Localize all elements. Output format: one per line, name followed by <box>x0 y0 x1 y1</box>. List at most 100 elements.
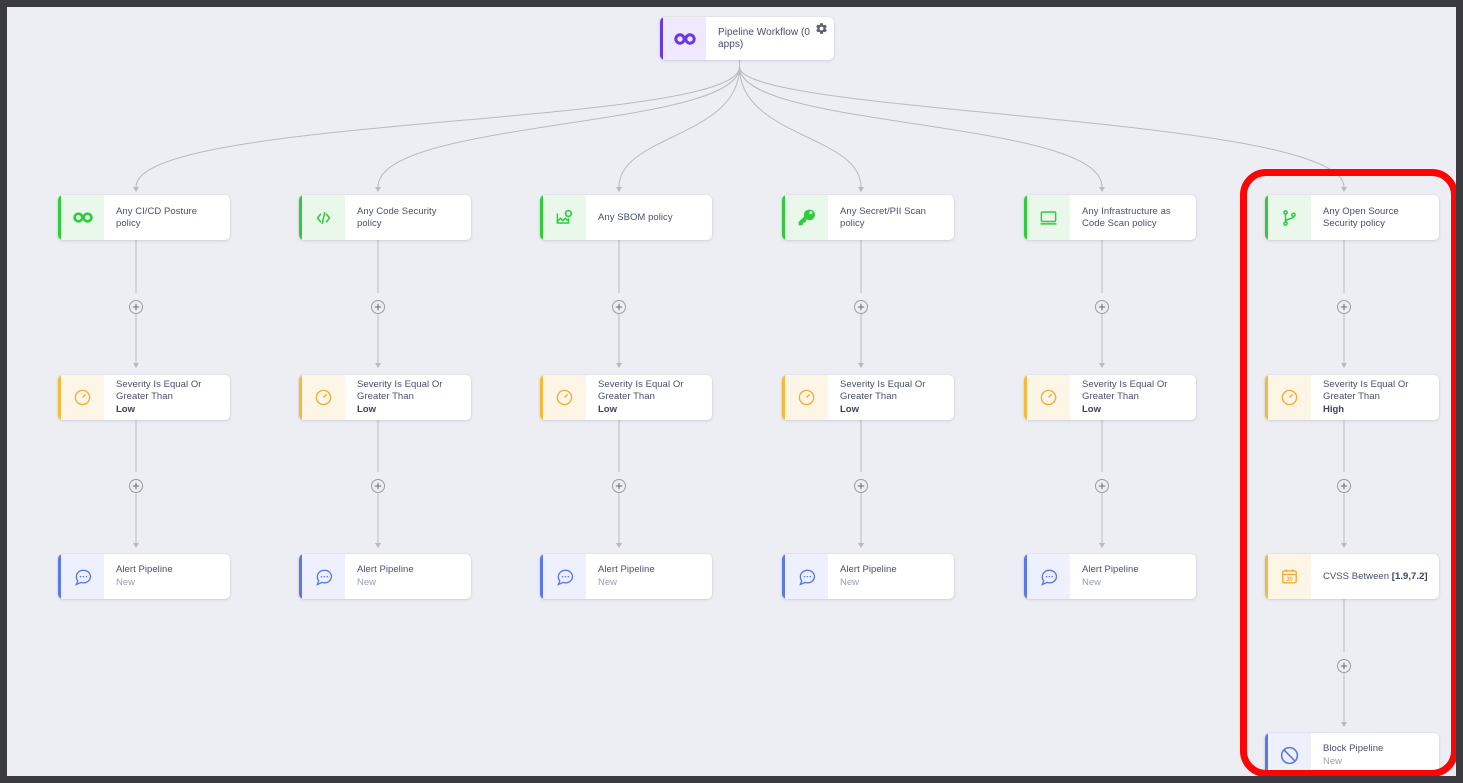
git-branch-icon <box>1268 195 1311 240</box>
policy-accent-bar <box>540 195 543 240</box>
gear-icon[interactable] <box>815 22 828 35</box>
condition-node-cvss-between[interactable]: 30 CVSS Between [1.9,7.2] <box>1265 554 1439 599</box>
condition-value: Low <box>598 404 617 415</box>
condition-node-severity-4[interactable]: Severity Is Equal Or Greater Than Low <box>782 375 954 420</box>
condition-title: Severity Is Equal Or Greater Than <box>1082 379 1168 402</box>
key-icon <box>785 195 828 240</box>
policy-node-sbom[interactable]: Any SBOM policy <box>540 195 712 240</box>
condition-node-body: Severity Is Equal Or Greater Than High <box>1311 375 1439 420</box>
condition-node-body: Severity Is Equal Or Greater Than Low <box>345 375 471 420</box>
gauge-icon <box>1268 375 1311 420</box>
action-status: New <box>598 577 618 588</box>
condition-node-body: Severity Is Equal Or Greater Than Low <box>1070 375 1196 420</box>
policy-accent-bar <box>1024 195 1027 240</box>
action-node-block-pipeline[interactable]: Block Pipeline New <box>1265 733 1439 776</box>
policy-title: Any Open Source Security policy <box>1323 205 1399 229</box>
action-node-body: Alert Pipeline New <box>828 554 954 599</box>
add-step-button[interactable] <box>1337 300 1351 314</box>
chat-bubble-icon <box>543 554 586 599</box>
action-node-alert-pipeline-3[interactable]: Alert Pipeline New <box>540 554 712 599</box>
infinity-icon <box>61 195 104 240</box>
action-node-alert-pipeline-5[interactable]: Alert Pipeline New <box>1024 554 1196 599</box>
condition-value: Low <box>116 404 135 415</box>
action-accent-bar <box>299 554 302 599</box>
action-node-body: Block Pipeline New <box>1311 733 1439 776</box>
action-node-body: Alert Pipeline New <box>345 554 471 599</box>
action-status: New <box>1323 756 1343 767</box>
add-step-button[interactable] <box>1337 659 1351 673</box>
condition-value: Low <box>357 404 376 415</box>
condition-node-severity-1[interactable]: Severity Is Equal Or Greater Than Low <box>58 375 230 420</box>
policy-node-body: Any SBOM policy <box>586 195 712 240</box>
root-node-body: Pipeline Workflow (0 apps) <box>706 17 834 60</box>
workflow-canvas[interactable]: Pipeline Workflow (0 apps) Any CI/CD Pos… <box>7 7 1456 776</box>
monitor-icon <box>1027 195 1070 240</box>
gauge-icon <box>1027 375 1070 420</box>
condition-title: Severity Is Equal Or Greater Than <box>598 379 684 402</box>
policy-node-open-source-security[interactable]: Any Open Source Security policy <box>1265 195 1439 240</box>
add-step-button[interactable] <box>129 479 143 493</box>
gauge-icon <box>61 375 104 420</box>
action-title: Block Pipeline <box>1323 743 1384 754</box>
policy-title: Any Infrastructure as Code Scan policy <box>1082 205 1171 229</box>
policy-node-body: Any Infrastructure as Code Scan policy <box>1070 195 1196 240</box>
root-accent-bar <box>660 17 663 60</box>
add-step-button[interactable] <box>612 300 626 314</box>
action-node-alert-pipeline-4[interactable]: Alert Pipeline New <box>782 554 954 599</box>
condition-node-severity-2[interactable]: Severity Is Equal Or Greater Than Low <box>299 375 471 420</box>
policy-node-body: Any Code Security policy <box>345 195 471 240</box>
cvss-title: CVSS Between [1.9,7.2] <box>1323 571 1429 583</box>
policy-node-body: Any Secret/PII Scan policy <box>828 195 954 240</box>
add-step-button[interactable] <box>371 479 385 493</box>
policy-node-iac-scan[interactable]: Any Infrastructure as Code Scan policy <box>1024 195 1196 240</box>
add-step-button[interactable] <box>1337 479 1351 493</box>
policy-node-secret-pii-scan[interactable]: Any Secret/PII Scan policy <box>782 195 954 240</box>
action-node-body: Alert Pipeline New <box>104 554 230 599</box>
action-status: New <box>840 577 860 588</box>
add-step-button[interactable] <box>129 300 143 314</box>
root-title: Pipeline Workflow (0 apps) <box>718 26 810 50</box>
add-step-button[interactable] <box>612 479 626 493</box>
code-brackets-icon <box>302 195 345 240</box>
condition-node-body: Severity Is Equal Or Greater Than Low <box>586 375 712 420</box>
action-accent-bar <box>1024 554 1027 599</box>
add-step-button[interactable] <box>1095 479 1109 493</box>
condition-accent-bar <box>1265 554 1268 599</box>
action-accent-bar <box>540 554 543 599</box>
policy-title: Any Code Security policy <box>357 205 437 229</box>
action-title: Alert Pipeline <box>840 564 897 575</box>
action-accent-bar <box>58 554 61 599</box>
action-title: Alert Pipeline <box>598 564 655 575</box>
action-accent-bar <box>782 554 785 599</box>
action-node-alert-pipeline-1[interactable]: Alert Pipeline New <box>58 554 230 599</box>
action-title: Alert Pipeline <box>116 564 173 575</box>
root-node-pipeline-workflow[interactable]: Pipeline Workflow (0 apps) <box>660 17 834 60</box>
condition-accent-bar <box>299 375 302 420</box>
action-status: New <box>1082 577 1102 588</box>
condition-node-body: Severity Is Equal Or Greater Than Low <box>828 375 954 420</box>
condition-value: Low <box>840 404 859 415</box>
policy-accent-bar <box>58 195 61 240</box>
block-icon <box>1268 733 1311 776</box>
policy-title: Any CI/CD Posture policy <box>116 205 198 229</box>
image-gear-icon <box>543 195 586 240</box>
action-accent-bar <box>1265 733 1268 776</box>
chat-bubble-icon <box>61 554 104 599</box>
action-node-alert-pipeline-2[interactable]: Alert Pipeline New <box>299 554 471 599</box>
policy-title: Any Secret/PII Scan policy <box>840 205 926 229</box>
policy-node-cicd-posture[interactable]: Any CI/CD Posture policy <box>58 195 230 240</box>
policy-node-code-security[interactable]: Any Code Security policy <box>299 195 471 240</box>
condition-title: Severity Is Equal Or Greater Than <box>116 379 202 402</box>
add-step-button[interactable] <box>854 300 868 314</box>
add-step-button[interactable] <box>1095 300 1109 314</box>
condition-node-severity-3[interactable]: Severity Is Equal Or Greater Than Low <box>540 375 712 420</box>
action-node-body: Alert Pipeline New <box>586 554 712 599</box>
add-step-button[interactable] <box>371 300 385 314</box>
policy-accent-bar <box>299 195 302 240</box>
condition-node-severity-5[interactable]: Severity Is Equal Or Greater Than Low <box>1024 375 1196 420</box>
policy-accent-bar <box>1265 195 1268 240</box>
condition-node-severity-6[interactable]: Severity Is Equal Or Greater Than High <box>1265 375 1439 420</box>
add-step-button[interactable] <box>854 479 868 493</box>
condition-accent-bar <box>782 375 785 420</box>
infinity-icon <box>663 17 706 60</box>
